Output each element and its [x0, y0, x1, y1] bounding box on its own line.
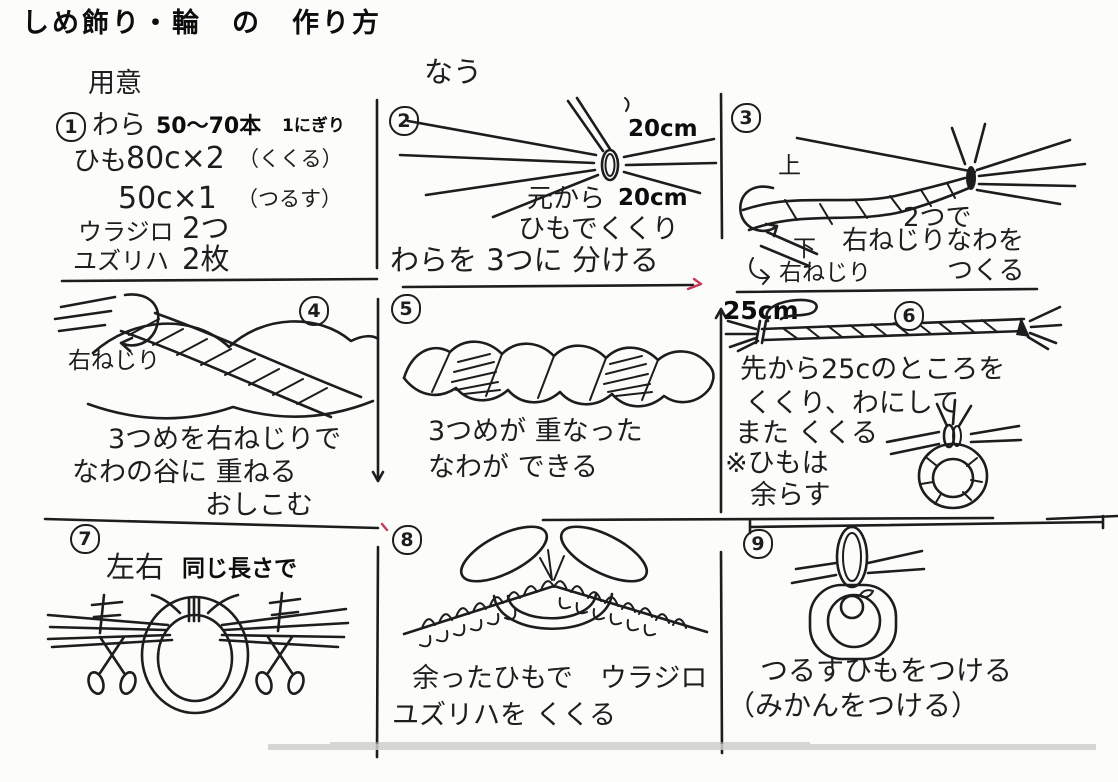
panel5-digit: 5 [399, 298, 413, 320]
panel3-caption-1: 2つで [903, 203, 972, 233]
panel3-number: 3 [731, 103, 761, 133]
right-twist-label-p3: 右ねじり [779, 260, 871, 286]
panel1-digit: 1 [64, 116, 78, 138]
panel2-caption: わらを 3つに 分ける [390, 243, 659, 277]
panel6-note-2: 余らす [750, 480, 831, 511]
fern-quantity: 2つ [182, 211, 230, 245]
panel9-caption-2: （みかんをつける） [727, 689, 980, 722]
trim-wreath-sketch [46, 591, 350, 715]
panel1-number: 1 [56, 112, 86, 142]
panel9-caption-1: つるすひもをつける [760, 654, 1013, 687]
panel4-digit: 4 [307, 300, 321, 322]
from-base-label: 元から [527, 184, 606, 214]
down-label: 下 [793, 236, 816, 262]
panel9-number: 9 [743, 529, 773, 559]
panel4-caption-2: なわの谷に 重ねる [72, 457, 297, 488]
page-title: しめ飾り・輪 の 作り方 [22, 8, 382, 39]
panel5-number: 5 [391, 294, 421, 324]
panel8-caption-1: 余ったひもで ウラジロ [412, 663, 708, 694]
panel2-digit: 2 [397, 110, 411, 132]
string-length-1: 80c×2 [126, 141, 225, 176]
two-strand-rope-sketch [739, 122, 1087, 285]
panel4-caption-3: おしこむ [205, 490, 313, 521]
small-wreath-sketch [885, 398, 1023, 510]
up-label: 上 [778, 153, 801, 179]
string-length-2: 50c×1 [118, 181, 217, 216]
third-strand-sketch [53, 293, 380, 420]
straw-label: わら [92, 110, 146, 141]
string-label: ひも [73, 146, 127, 177]
greenery-wreath-sketch [402, 525, 709, 648]
panel9-digit: 9 [751, 533, 765, 555]
tied-rope-sketch [724, 298, 1063, 353]
prepare-header: 用意 [88, 68, 142, 99]
panel8-caption-2: ユズリハを くくる [392, 700, 617, 731]
same-length-label: 同じ長さで [182, 556, 297, 582]
panel8-number: 8 [392, 525, 422, 555]
panel5-caption-2: なわが できる [428, 452, 599, 483]
panel3-digit: 3 [739, 107, 753, 129]
panel6-caption-1: 先から25cのところを [740, 354, 1006, 385]
panel5-caption-1: 3つめが 重なった [428, 416, 643, 447]
panel7-number: 7 [70, 524, 100, 554]
hanging-wreath-sketch [790, 525, 926, 661]
panel3-caption-2: 右ねじりなわを [842, 226, 1025, 256]
string-use-2: （つるす） [237, 187, 342, 211]
panel4-caption-1: 3つめを右ねじりで [108, 424, 342, 455]
string-use-1: （くくる） [238, 147, 343, 171]
straw-quantity: 50〜70本 [156, 114, 262, 139]
straw-bundle-sketch [398, 96, 718, 219]
panel6-digit: 6 [902, 305, 916, 327]
twist-header: なう [424, 55, 483, 89]
panel8-digit: 8 [400, 529, 414, 551]
panel6-note-1: ※ひもは [725, 448, 829, 479]
straw-note: 1にぎり [282, 116, 345, 136]
panel2-number: 2 [389, 106, 419, 136]
length-label-20cm-top: 20cm [628, 116, 698, 142]
panel4-number: 4 [299, 296, 329, 326]
panel6-caption-2: くくり、わにして [745, 388, 960, 419]
tie-with-string-label: ひもでくくり [518, 214, 679, 245]
panel7-digit: 7 [78, 528, 92, 550]
panel6-number: 6 [894, 301, 924, 331]
left-right-label: 左右 [106, 550, 165, 584]
leaf-quantity: 2枚 [182, 242, 230, 276]
finished-rope-sketch [402, 340, 715, 408]
panel3-caption-3: つくる [947, 256, 1025, 286]
fern-label: ウラジロ [78, 218, 174, 246]
leaf-label: ユズリハ [73, 247, 169, 275]
panel6-caption-3: また くくる [735, 418, 879, 449]
right-twist-label-p4: 右ねじり [68, 348, 160, 374]
length-label-20cm-base: 20cm [618, 185, 688, 211]
